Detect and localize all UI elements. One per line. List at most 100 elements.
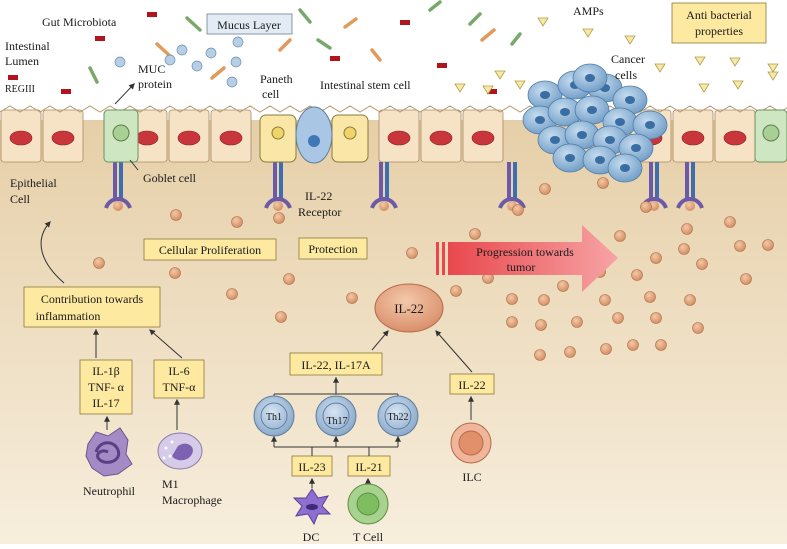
microbe <box>343 17 358 29</box>
neutrophil-cell <box>85 427 133 477</box>
il22-particle <box>539 183 551 195</box>
microbe <box>370 48 382 62</box>
il22-bound <box>113 201 123 211</box>
cancer-nucleus <box>585 74 595 82</box>
microbe <box>428 0 442 12</box>
neutrophil-label: Neutrophil <box>83 484 136 498</box>
progression-label-1: Progression towards <box>476 245 574 259</box>
gut-microbiota-label: Gut Microbiota <box>42 15 117 29</box>
receptor-head <box>104 197 132 209</box>
il22-molecule <box>374 283 444 333</box>
amp-peptide <box>767 71 779 81</box>
amp-peptide <box>514 80 526 90</box>
th22-label: Th22 <box>387 412 408 423</box>
regiii-bacteria <box>487 89 497 94</box>
th1-label: Th1 <box>266 412 282 423</box>
microbe <box>155 42 172 58</box>
cancer-cell-cluster <box>522 63 668 183</box>
cancer-nucleus <box>620 164 630 172</box>
paneth-cell <box>259 114 297 163</box>
ilc-to-il22-arrow <box>435 330 473 373</box>
il22-particle <box>571 316 583 328</box>
il22-particle <box>283 273 295 285</box>
stem-cell-label: Intestinal stem cell <box>320 78 411 92</box>
cancer-nucleus <box>615 118 625 126</box>
intestinal-lumen-contents <box>8 0 779 95</box>
il22-particle <box>506 316 518 328</box>
il22-particle <box>406 247 418 259</box>
il22-particle <box>506 293 518 305</box>
il22-particle <box>631 269 643 281</box>
cancer-nucleus <box>577 131 587 139</box>
il22-receptor-label-1: IL-22 <box>305 189 332 203</box>
il22-particle <box>557 280 569 292</box>
muc-protein <box>230 56 242 68</box>
regiii-bacteria <box>330 56 340 61</box>
il22-particle <box>469 228 481 240</box>
nucleus <box>387 130 411 146</box>
receptor-head <box>264 197 292 209</box>
nucleus <box>9 130 33 146</box>
il22-particle <box>681 223 693 235</box>
inflammation-label-2: inflammation <box>36 309 101 323</box>
receptor-head <box>676 197 704 209</box>
microbe <box>210 66 226 80</box>
mucus-layer-label: Mucus Layer <box>217 18 281 32</box>
microbe <box>316 38 332 50</box>
microbe <box>88 66 99 84</box>
il22-il17a-label: IL-22, IL-17A <box>301 358 371 372</box>
microbe <box>278 38 292 52</box>
cancer-nucleus <box>605 136 615 144</box>
th-to-il22-arrow <box>371 330 389 351</box>
th17-label: Th17 <box>326 416 347 427</box>
goblet-pointer <box>129 159 139 171</box>
il22-il17a-box <box>289 352 383 376</box>
il22-particle <box>640 201 652 213</box>
cancer-label-1: Cancer <box>611 52 645 66</box>
il22-particle <box>231 216 243 228</box>
il21-label: IL-21 <box>355 460 382 474</box>
nucleus <box>681 130 705 146</box>
muc-protein <box>164 54 176 66</box>
anti-bacterial-box <box>671 2 767 44</box>
paneth-cell-right <box>331 114 369 163</box>
m1-label-1: M1 <box>162 477 179 491</box>
il22-particle <box>740 273 752 285</box>
muc-label-2: protein <box>138 77 172 91</box>
amp-peptide <box>729 57 741 67</box>
amp-peptide <box>767 63 779 73</box>
cancer-nucleus <box>540 91 550 99</box>
il22-particle <box>534 349 546 361</box>
microbe <box>185 16 202 32</box>
neutrophil-cytokine-3: IL-17 <box>92 396 119 410</box>
cancer-nucleus <box>625 96 635 104</box>
il22-receptor-label-2: Receptor <box>298 205 341 219</box>
epithelial-label-1: Epithelial <box>10 176 57 190</box>
inflammation-label-1: Contribution towards <box>41 292 144 306</box>
il22-particle <box>734 240 746 252</box>
muc-protein <box>226 76 238 88</box>
il22-ilc-label: IL-22 <box>458 378 485 392</box>
microbe <box>480 28 496 42</box>
amp-peptide <box>694 56 706 66</box>
intestinal-stem-cell <box>295 106 333 164</box>
regiii-bacteria <box>8 75 18 80</box>
il22-particle <box>762 239 774 251</box>
goblet-cell-label: Goblet cell <box>143 171 197 185</box>
amp-peptide <box>482 85 494 95</box>
amp-peptide <box>732 80 744 90</box>
progression-label-2: tumor <box>507 260 536 274</box>
neutrophil-cytokine-1: IL-1β <box>92 364 119 378</box>
regiii-label: REGIII <box>5 84 35 95</box>
protection-box <box>298 237 368 260</box>
il22-bound <box>273 201 283 211</box>
cancer-nucleus <box>631 144 641 152</box>
neutrophil-cytokine-box <box>79 359 133 415</box>
muc-arrow <box>114 83 135 105</box>
il22-particle <box>275 311 287 323</box>
nucleus <box>135 130 159 146</box>
il22-particle <box>724 216 736 228</box>
m1-label-2: Macrophage <box>162 493 222 507</box>
regiii-bacteria <box>437 63 447 68</box>
